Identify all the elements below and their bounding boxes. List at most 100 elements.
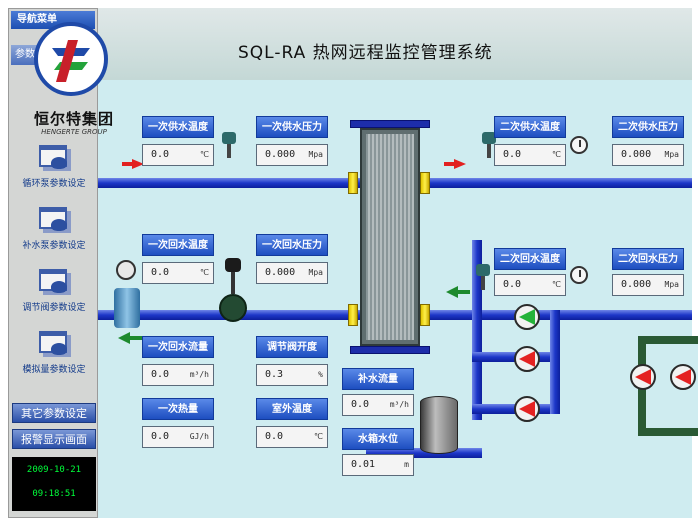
unit-text: m³/h xyxy=(189,370,209,379)
value-text: 0.000 xyxy=(621,149,652,160)
company-logo: 恒尔特集团 HENGERTE GROUP xyxy=(26,16,122,136)
nav-item-control-valve[interactable]: 调节阀参数设定 xyxy=(11,267,97,313)
window-icon xyxy=(37,143,71,173)
valve-opening-label: 调节阀开度 xyxy=(256,336,328,358)
value-text: 0.0 xyxy=(151,369,170,380)
logo-english-name: HENGERTE GROUP xyxy=(41,128,107,136)
makeup-pump-icon[interactable] xyxy=(630,364,656,390)
water-tank-icon xyxy=(420,396,458,454)
clock-date: 2009-10-21 xyxy=(26,465,82,475)
primary-return-pressure-label: 一次回水压力 xyxy=(256,234,328,256)
plate-heat-exchanger[interactable] xyxy=(350,120,430,354)
temperature-sensor-icon xyxy=(476,264,490,290)
unit-text: ℃ xyxy=(200,268,209,277)
unit-text: ℃ xyxy=(552,280,561,289)
primary-return-temp-value: 0.0℃ xyxy=(142,262,214,284)
secondary-supply-pipe xyxy=(420,178,692,188)
alarm-display-button[interactable]: 报警显示画面 xyxy=(12,429,96,449)
primary-supply-temp-value: 0.0 ℃ xyxy=(142,144,214,166)
secondary-supply-pressure-value: 0.000 Mpa xyxy=(612,144,684,166)
riser-pipe xyxy=(472,240,482,420)
nav-item-circulation-pump[interactable]: 循环泵参数设定 xyxy=(11,143,97,189)
unit-text: ℃ xyxy=(200,150,209,159)
pressure-gauge-icon xyxy=(570,136,588,154)
outdoor-temp-label: 室外温度 xyxy=(256,398,328,420)
tank-level-label: 水箱水位 xyxy=(342,428,414,450)
page-title: SQL-RA 热网远程监控管理系统 xyxy=(238,43,493,63)
flow-arrow-left-icon xyxy=(446,286,470,298)
secondary-return-pressure-label: 二次回水压力 xyxy=(612,248,684,270)
pressure-gauge-icon xyxy=(570,266,588,284)
circulation-pump-stopped-icon[interactable] xyxy=(514,396,540,422)
flow-arrow-right-icon xyxy=(444,159,466,169)
primary-return-temp-label: 一次回水温度 xyxy=(142,234,214,256)
unit-text: Mpa xyxy=(308,150,323,159)
makeup-flow-value: 0.0 m³/h xyxy=(342,394,414,416)
circulation-pump-running-icon[interactable] xyxy=(514,304,540,330)
value-text: 0.0 xyxy=(351,399,370,410)
process-diagram: SQL-RA 热网远程监控管理系统 xyxy=(98,8,698,518)
pump-branch-pipe xyxy=(472,404,552,414)
temperature-sensor-icon xyxy=(482,132,496,158)
secondary-supply-pressure-label: 二次供水压力 xyxy=(612,116,684,138)
flow-arrow-right-icon xyxy=(122,159,144,169)
primary-heat-label: 一次热量 xyxy=(142,398,214,420)
other-params-button[interactable]: 其它参数设定 xyxy=(12,403,96,423)
flange xyxy=(348,172,358,194)
value-text: 0.0 xyxy=(503,279,522,290)
nav-item-label: 调节阀参数设定 xyxy=(22,303,86,313)
makeup-pump-icon[interactable] xyxy=(670,364,696,390)
flow-meter-icon xyxy=(114,260,140,340)
pump-branch-pipe xyxy=(472,352,552,362)
nav-item-label: 补水泵参数设定 xyxy=(22,241,86,251)
pump-branch-pipe xyxy=(550,310,560,414)
primary-return-flow-value: 0.0 m³/h xyxy=(142,364,214,386)
nav-item-makeup-pump[interactable]: 补水泵参数设定 xyxy=(11,205,97,251)
primary-supply-pressure-value: 0.000 Mpa xyxy=(256,144,328,166)
value-text: 0.3 xyxy=(265,369,284,380)
primary-heat-value: 0.0 GJ/h xyxy=(142,426,214,448)
value-text: 0.0 xyxy=(151,431,170,442)
flange xyxy=(420,304,430,326)
window-icon xyxy=(37,329,71,359)
clock-display: 2009-10-21 09:18:51 xyxy=(12,457,96,511)
primary-supply-pipe xyxy=(98,178,362,188)
outdoor-temp-value: 0.0 ℃ xyxy=(256,426,328,448)
unit-text: m xyxy=(404,460,409,469)
flange xyxy=(348,304,358,326)
window-icon xyxy=(37,205,71,235)
logo-company-name: 恒尔特集团 xyxy=(33,110,114,128)
flange xyxy=(420,172,430,194)
logo-mark-icon xyxy=(34,22,108,96)
control-valve-icon[interactable] xyxy=(216,258,250,334)
logo-swoosh-icon xyxy=(52,40,90,82)
secondary-supply-temp-label: 二次供水温度 xyxy=(494,116,566,138)
nav-item-analog[interactable]: 模拟量参数设定 xyxy=(11,329,97,375)
value-text: 0.000 xyxy=(265,149,296,160)
valve-opening-value: 0.3% xyxy=(256,364,328,386)
value-text: 0.01 xyxy=(351,459,376,470)
nav-item-label: 模拟量参数设定 xyxy=(22,365,86,375)
unit-text: % xyxy=(318,370,323,379)
window-icon xyxy=(37,267,71,297)
value-text: 0.0 xyxy=(151,149,170,160)
unit-text: ℃ xyxy=(314,432,323,441)
unit-text: Mpa xyxy=(308,268,323,277)
value-text: 0.0 xyxy=(265,431,284,442)
title-bar: SQL-RA 热网远程监控管理系统 xyxy=(98,8,692,80)
primary-supply-temp-label: 一次供水温度 xyxy=(142,116,214,138)
makeup-flow-label: 补水流量 xyxy=(342,368,414,390)
unit-text: Mpa xyxy=(664,150,679,159)
value-text: 0.0 xyxy=(503,149,522,160)
temperature-sensor-icon xyxy=(222,132,236,158)
tank-level-value: 0.01 m xyxy=(342,454,414,476)
unit-text: ℃ xyxy=(552,150,561,159)
secondary-return-temp-label: 二次回水温度 xyxy=(494,248,566,270)
unit-text: GJ/h xyxy=(189,432,209,441)
flow-arrow-left-icon xyxy=(118,332,142,344)
makeup-pipe xyxy=(366,448,482,458)
unit-text: m³/h xyxy=(389,400,409,409)
circulation-pump-stopped-icon[interactable] xyxy=(514,346,540,372)
